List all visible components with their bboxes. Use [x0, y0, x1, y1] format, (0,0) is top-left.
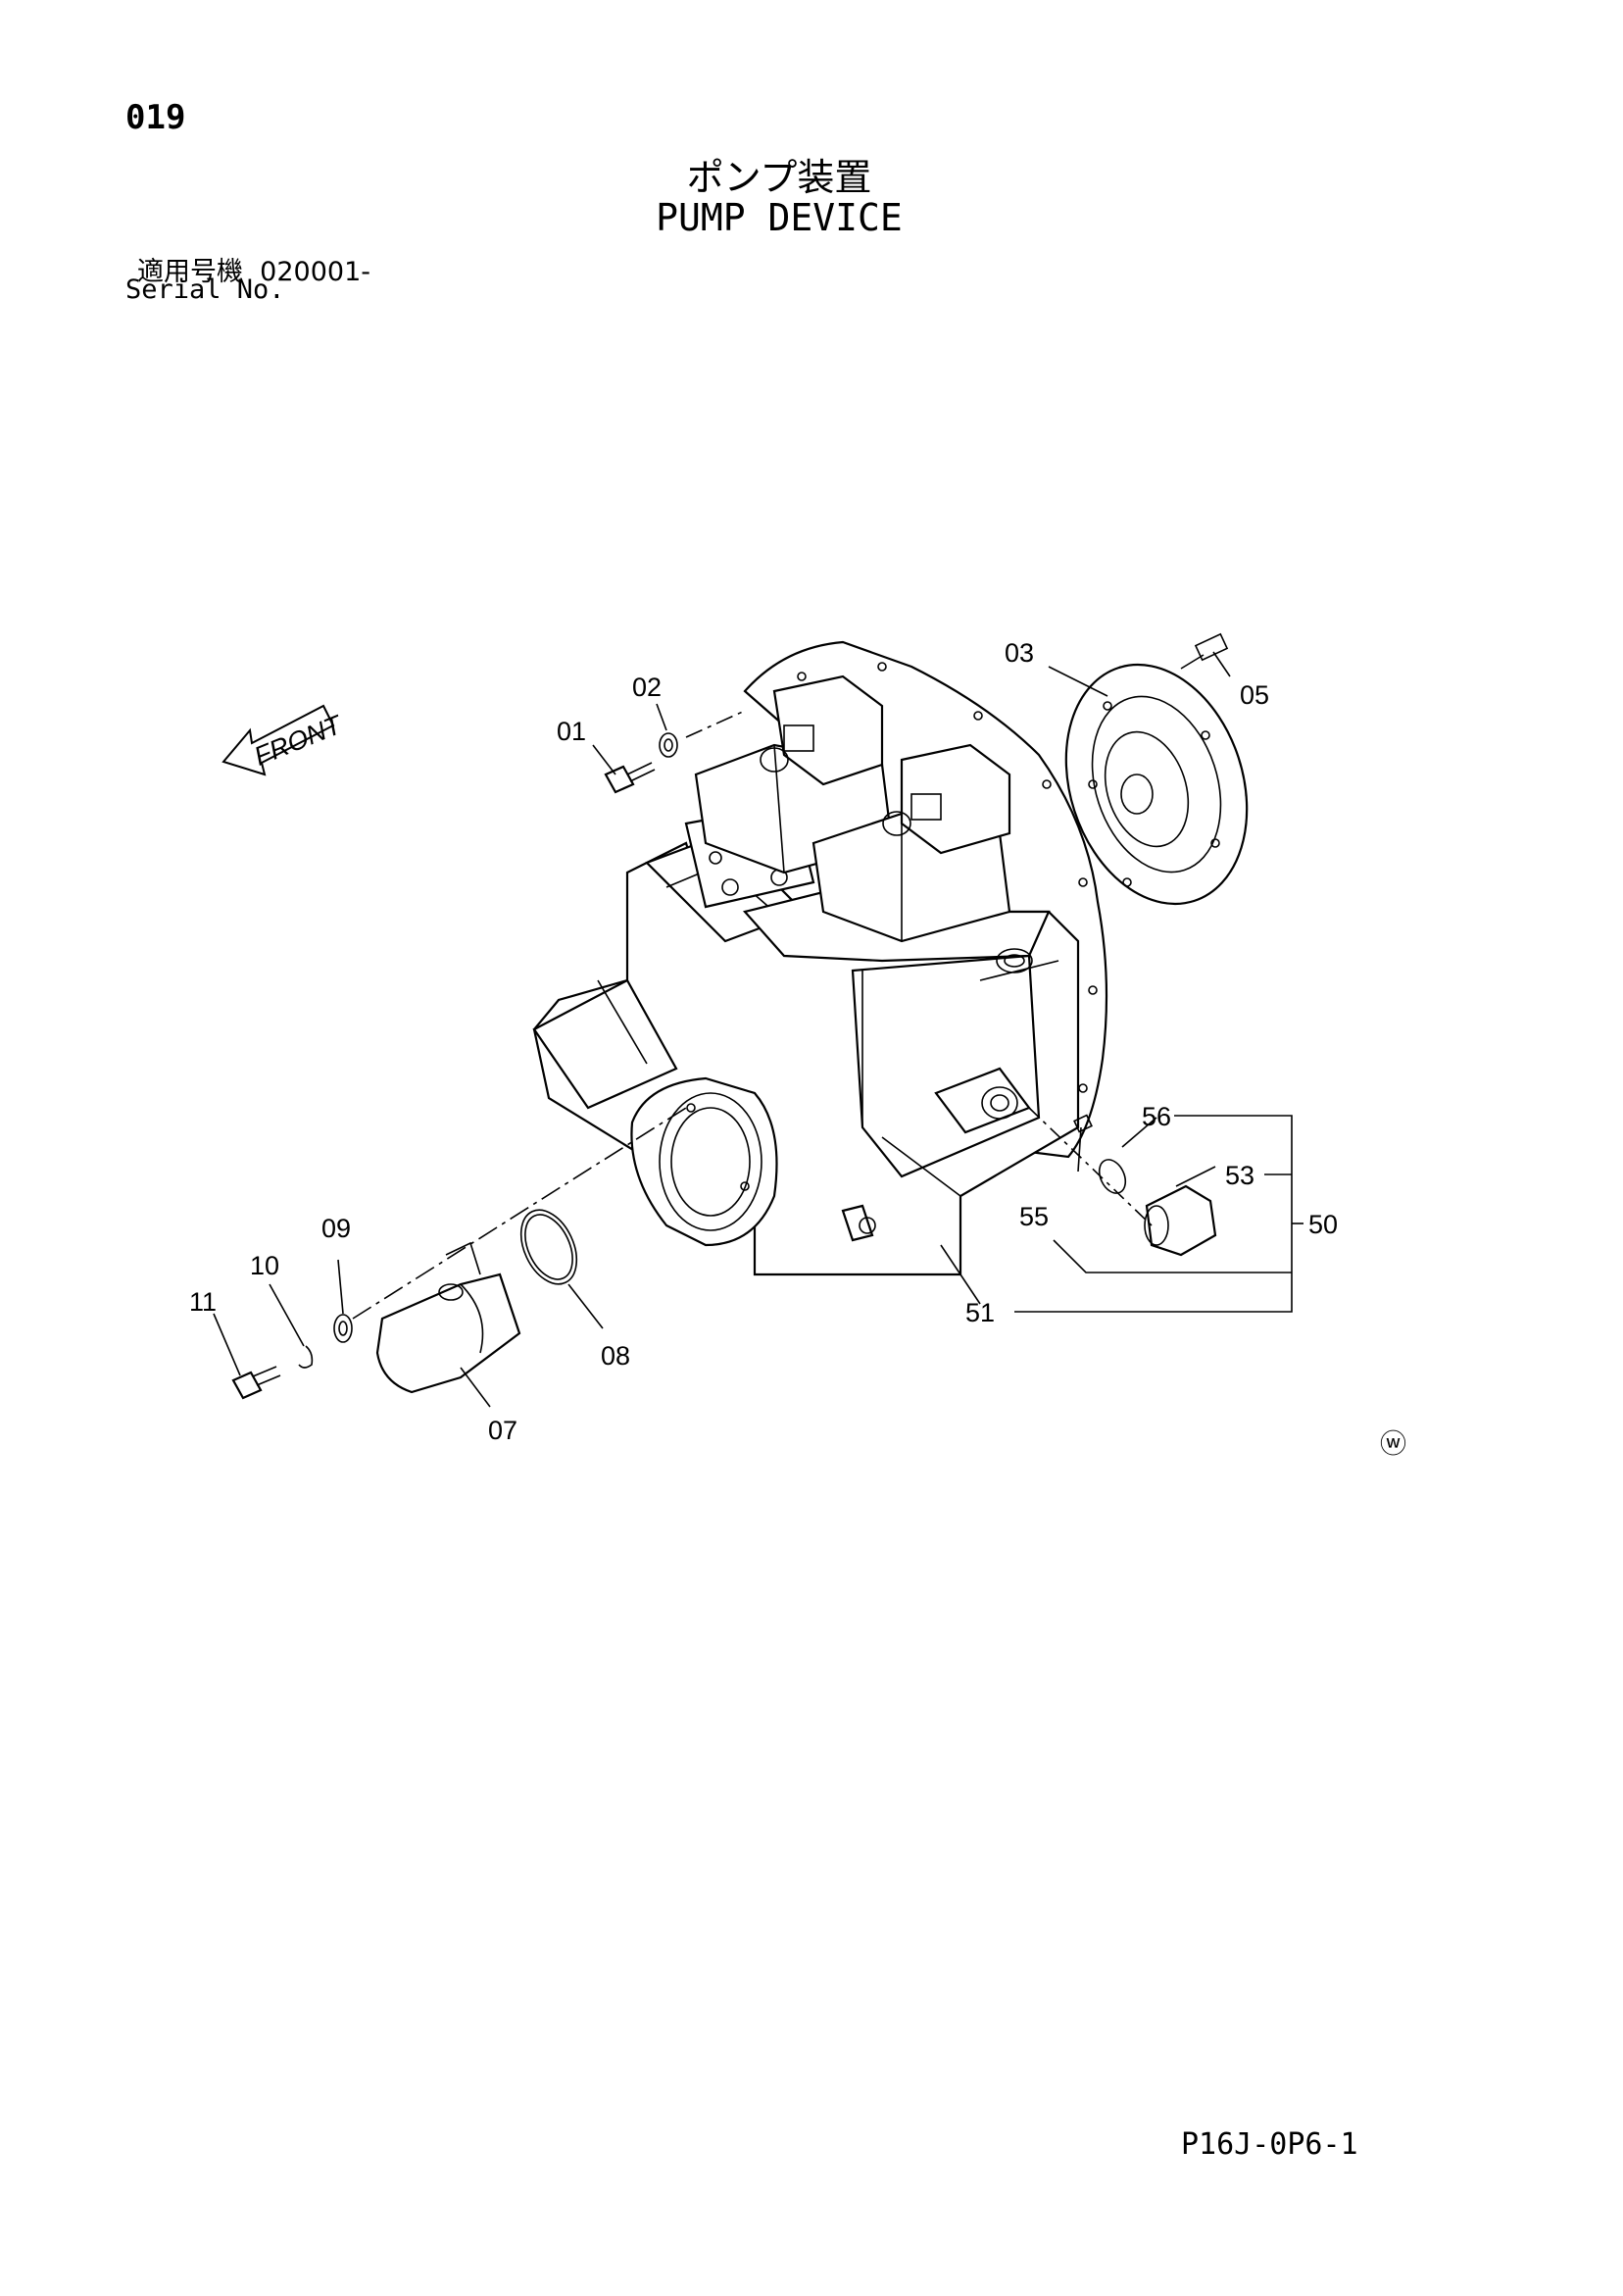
cap-07: [375, 1241, 521, 1394]
flange-bolt-hole: [1042, 779, 1052, 789]
callout-05: 05: [1240, 680, 1269, 710]
bolt-01: [604, 762, 656, 794]
callout-51: 51: [965, 1298, 995, 1327]
serial-label-en: Serial No.: [125, 275, 285, 305]
o-ring-08: [519, 1209, 578, 1285]
page-title-jp: ポンプ装置: [686, 156, 872, 199]
callout-11: 11: [189, 1287, 217, 1317]
serial-value: 020001-: [260, 257, 370, 287]
flange-bolt-hole: [877, 662, 887, 672]
washer-02: [659, 732, 678, 758]
page-title-en: PUMP DEVICE: [656, 196, 903, 239]
front-arrow-icon: FRONT: [221, 704, 348, 776]
watermark-w-icon: ⓦ: [1380, 1429, 1406, 1459]
drawing-code: P16J-0P6-1: [1181, 2127, 1358, 2162]
cover-plate: [1064, 663, 1249, 906]
callout-53: 53: [1225, 1161, 1254, 1190]
snap-ring-10: [298, 1345, 314, 1369]
fitting-55: [1073, 1114, 1093, 1133]
centerline: [685, 710, 746, 738]
serial-label-jp: 適用号機: [137, 257, 243, 287]
flange-bolt-hole: [973, 711, 983, 721]
page-number: 019: [125, 98, 186, 137]
washer-09: [333, 1314, 353, 1343]
body-fitting-hole: [859, 1217, 876, 1234]
o-ring-56: [1098, 1159, 1127, 1194]
callout-56: 56: [1142, 1102, 1171, 1131]
callout-08: 08: [601, 1341, 630, 1371]
flange-bolt-hole: [1088, 985, 1098, 995]
callout-09: 09: [321, 1214, 351, 1243]
flange-bolt-hole: [797, 672, 807, 681]
callout-02: 02: [632, 673, 662, 702]
serial-range: 適用号機 020001-: [137, 250, 370, 288]
solenoid-box-right: [812, 743, 1011, 943]
body-fitting: [841, 1204, 874, 1242]
flange-bolt-hole: [1078, 877, 1088, 887]
callout-01: 01: [557, 717, 586, 746]
leader-lines: [213, 651, 1303, 1408]
callout-03: 03: [1005, 638, 1034, 668]
callout-55: 55: [1019, 1202, 1049, 1231]
bolt-11: [231, 1366, 281, 1400]
callout-50: 50: [1308, 1210, 1338, 1239]
callout-10: 10: [250, 1251, 279, 1280]
callout-07: 07: [488, 1416, 517, 1445]
front-boss: [630, 1076, 778, 1247]
plug-53: [1144, 1184, 1217, 1257]
